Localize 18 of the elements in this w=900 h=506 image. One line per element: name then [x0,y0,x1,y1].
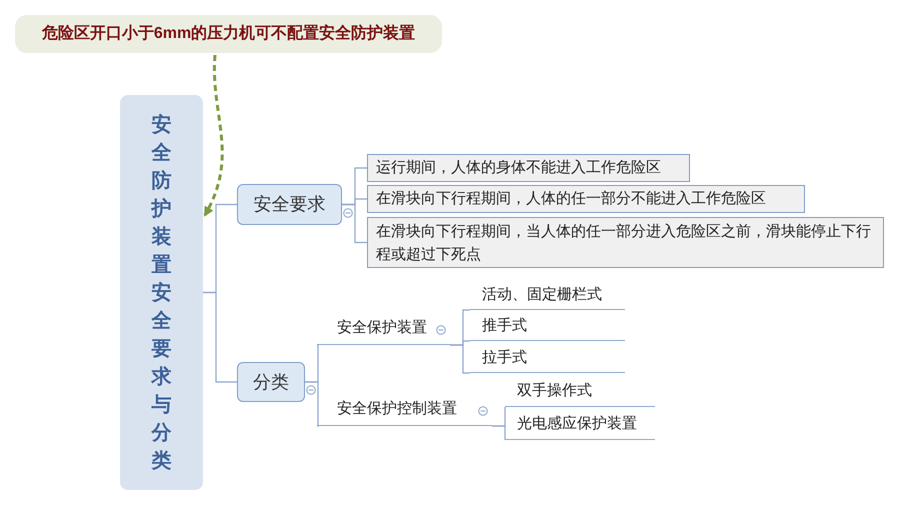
leaf-label: 双手操作式 [505,377,655,407]
topic-box: 分类 [237,362,305,402]
detail-box: 运行期间，人体的身体不能进入工作危险区 [367,154,690,182]
connector-line [203,292,237,383]
connector-line [342,204,367,244]
leaf-label: 拉手式 [470,345,625,373]
connector-line [450,344,470,374]
leaf-label: 活动、固定栅栏式 [470,282,625,310]
leaf-label: 光电感应保护装置 [505,410,655,440]
leaf-label: 推手式 [470,313,625,341]
callout-box: 危险区开口小于6mm的压力机可不配置安全防护装置 [15,15,442,53]
connector-line [305,381,319,427]
topic-box: 安全要求 [237,184,342,225]
dashed-arrow [204,54,224,217]
connector-line [492,425,506,441]
detail-box: 在滑块向下行程期间，人体的任一部分不能进入工作危险区 [367,185,805,213]
root-topic-box: 安全防护装置安全要求与分类 [120,95,203,490]
detail-box: 在滑块向下行程期间，当人体的任一部分进入危险区之前，滑块能停止下行程或超过下死点 [367,217,884,268]
